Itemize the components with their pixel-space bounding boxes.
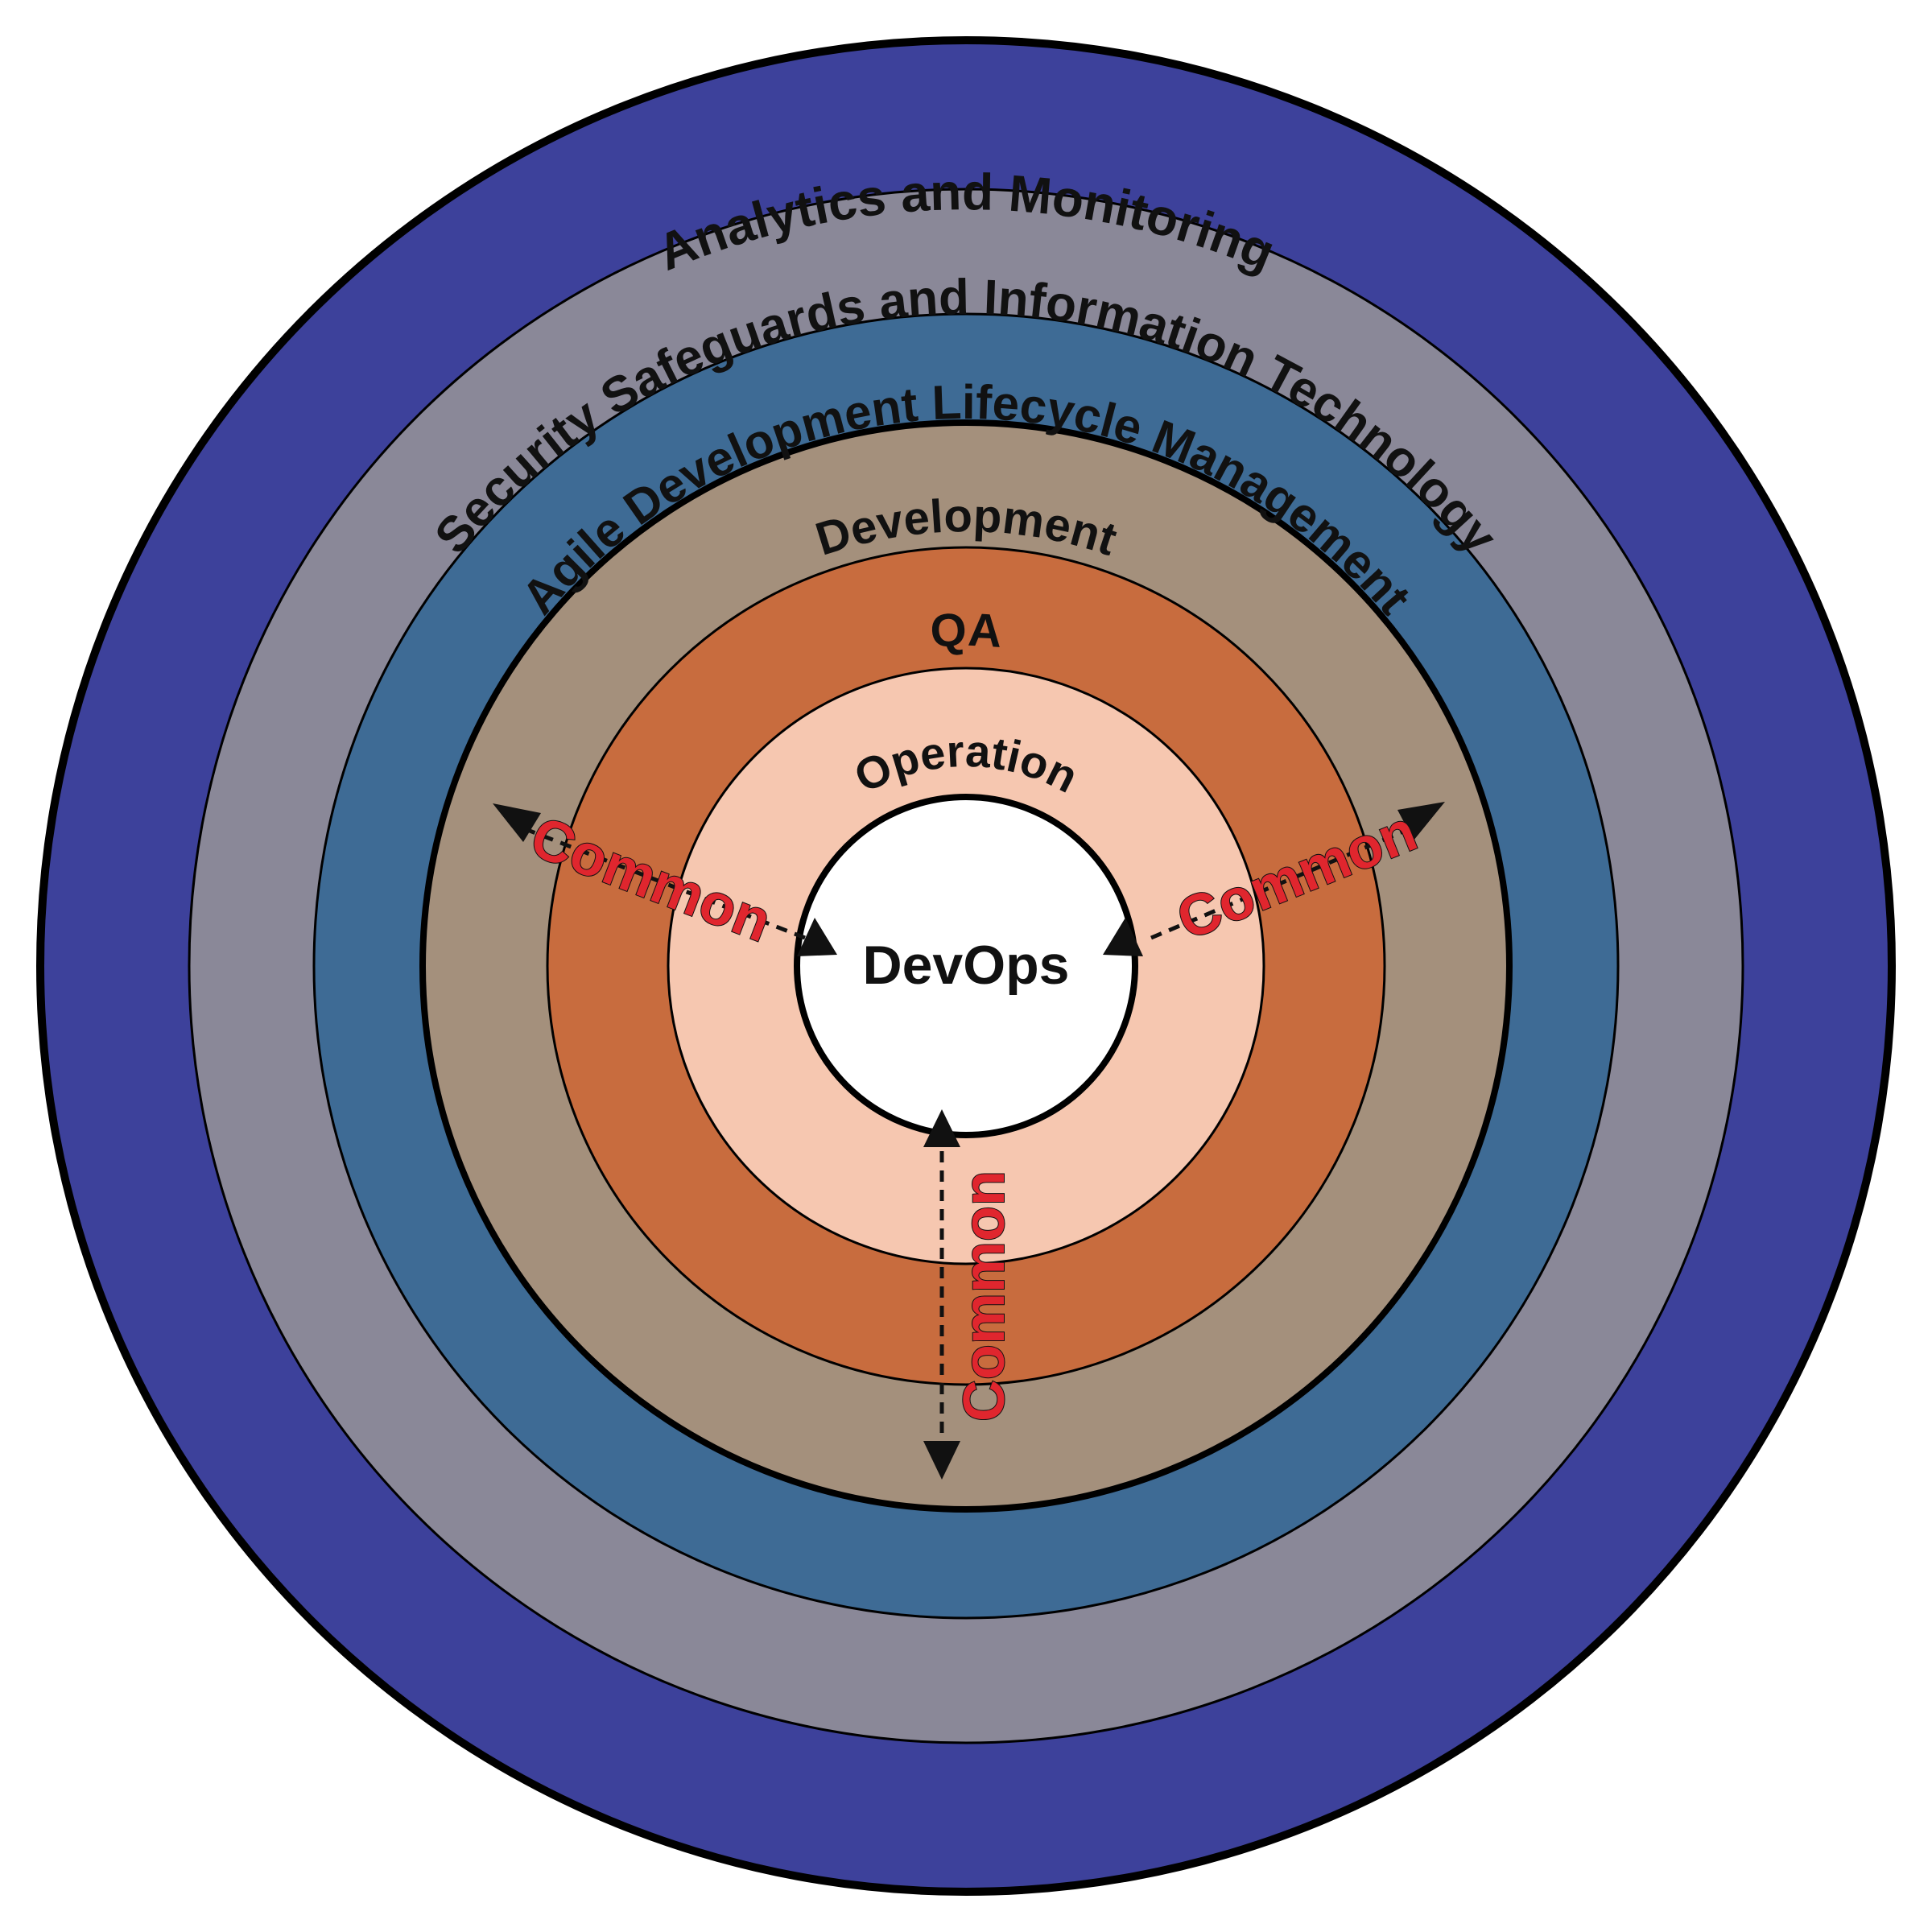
left-dashed-line bbox=[514, 823, 806, 940]
bottom-outer-arrowhead bbox=[923, 1441, 960, 1480]
devops-label: DevOps bbox=[863, 935, 1070, 996]
devops-center bbox=[794, 794, 1138, 1138]
bottom-common-label: Common bbox=[952, 1170, 1017, 1422]
left-inner-arrowhead bbox=[797, 918, 837, 956]
bottom-inner-arrowhead bbox=[923, 1109, 960, 1147]
bottom-common-connector: Common bbox=[923, 1109, 1018, 1480]
right-outer-arrowhead bbox=[1397, 802, 1445, 840]
right-dashed-line bbox=[1150, 823, 1419, 940]
left-outer-arrowhead bbox=[493, 803, 541, 842]
right-inner-arrowhead bbox=[1103, 918, 1143, 956]
